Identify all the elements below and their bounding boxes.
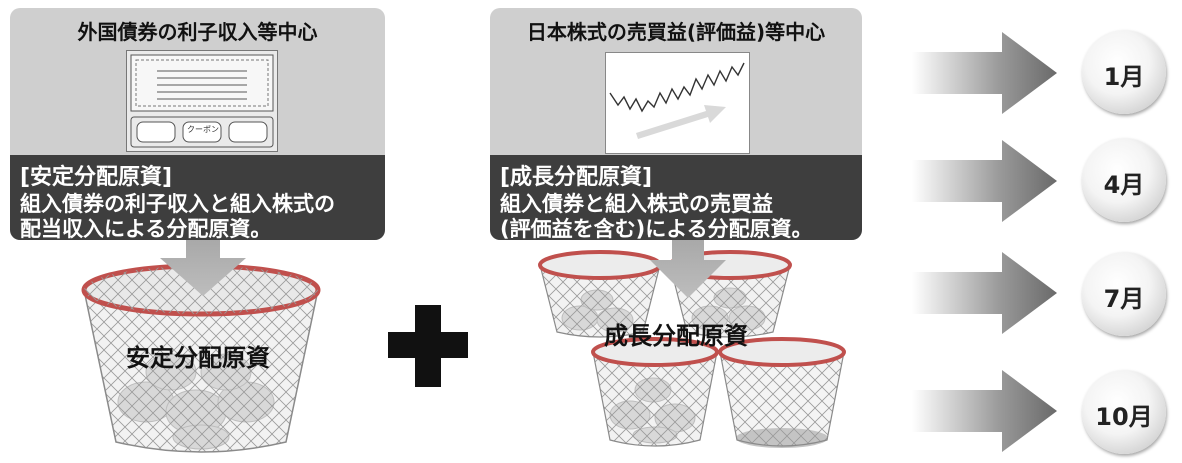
growth-source-desc-line2: (評価益を含む)による分配原資。 bbox=[500, 217, 813, 240]
rising-chart-icon bbox=[605, 52, 750, 154]
growth-source-heading: [成長分配原資] bbox=[500, 165, 653, 190]
arrow-to-month-1 bbox=[912, 32, 1057, 114]
month-badge: 4月 bbox=[1082, 138, 1166, 222]
stable-source-title: 外国債券の利子収入等中心 bbox=[77, 20, 318, 44]
stable-source-desc-line1: 組入債券の利子収入と組入株式の bbox=[20, 192, 335, 216]
right-down-arrow bbox=[650, 238, 726, 298]
month-label: 7月 bbox=[1103, 285, 1145, 313]
arrow-to-month-2 bbox=[912, 140, 1057, 222]
arrow-to-month-3 bbox=[912, 252, 1057, 334]
stable-source-desc-line2: 配当収入による分配原資。 bbox=[20, 217, 272, 240]
coupon-label: クーポン bbox=[187, 125, 219, 134]
stable-source-panel: 外国債券の利子収入等中心 クーポン [安定分配原資] 組入債券の利子収入と組入株… bbox=[10, 8, 385, 240]
month-badge: 1月 bbox=[1082, 30, 1166, 114]
stable-source-heading: [安定分配原資] bbox=[20, 165, 173, 190]
plus-sign-horizontal bbox=[388, 332, 468, 358]
left-down-arrow bbox=[160, 238, 246, 296]
growth-source-desc-line1: 組入債券と組入株式の売買益 bbox=[500, 192, 773, 216]
month-badge: 10月 bbox=[1082, 370, 1166, 454]
month-label: 1月 bbox=[1103, 63, 1145, 91]
stable-basket bbox=[81, 263, 321, 453]
growth-source-panel: 日本株式の売買益(評価益)等中心 [成長分配原資] 組入債券と組入株式の売買益 … bbox=[490, 8, 862, 240]
growth-basket-label: 成長分配原資 bbox=[604, 322, 748, 350]
month-label: 4月 bbox=[1103, 171, 1145, 199]
arrow-to-month-4 bbox=[912, 370, 1057, 452]
growth-baskets bbox=[538, 250, 846, 448]
month-badge: 7月 bbox=[1082, 252, 1166, 336]
bond-certificate-icon: クーポン bbox=[126, 50, 278, 152]
month-label: 10月 bbox=[1095, 403, 1153, 431]
growth-source-title: 日本株式の売買益(評価益)等中心 bbox=[526, 20, 826, 44]
stable-basket-label: 安定分配原資 bbox=[126, 344, 270, 372]
